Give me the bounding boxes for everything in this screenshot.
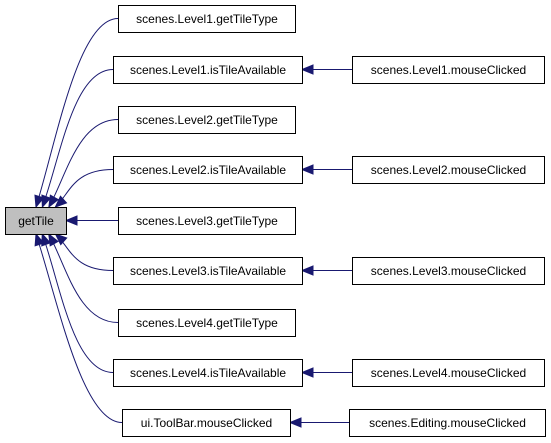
node-l4-mouseclicked[interactable]: scenes.Level4.mouseClicked: [352, 359, 545, 387]
edge-l1-mouseclicked-to-l1-istileavailable: [300, 64, 352, 75]
edge-l2-mouseclicked-to-l2-istileavailable: [300, 164, 352, 175]
edge-line: [35, 18, 119, 208]
node-toolbar-mouseclicked[interactable]: ui.ToolBar.mouseClicked: [122, 409, 291, 437]
node-box: [118, 106, 296, 134]
node-l1-gettiletype[interactable]: scenes.Level1.getTileType: [118, 5, 296, 33]
node-l1-istileavailable[interactable]: scenes.Level1.isTileAvailable: [113, 56, 303, 84]
edge-line: [35, 233, 123, 423]
node-label: scenes.Level3.getTileType: [136, 214, 278, 228]
node-box: [113, 359, 303, 387]
edge-line: [41, 233, 114, 373]
node-l2-istileavailable[interactable]: scenes.Level2.isTileAvailable: [113, 156, 303, 184]
node-label: scenes.Level4.isTileAvailable: [130, 366, 286, 380]
arrowhead: [300, 64, 314, 75]
edge-l1-istileavailable-to-gettile: [41, 69, 114, 209]
arrowhead: [48, 194, 60, 209]
arrowhead: [54, 233, 68, 246]
node-label: scenes.Level4.mouseClicked: [371, 366, 526, 380]
node-box: [352, 257, 545, 285]
node-l2-mouseclicked[interactable]: scenes.Level2.mouseClicked: [352, 156, 545, 184]
arrowhead: [41, 194, 52, 209]
node-label: scenes.Level1.isTileAvailable: [130, 63, 286, 77]
node-l4-istileavailable[interactable]: scenes.Level4.isTileAvailable: [113, 359, 303, 387]
arrowhead: [34, 232, 45, 247]
node-l2-gettiletype[interactable]: scenes.Level2.getTileType: [118, 106, 296, 134]
edge-editing-mouseclicked-to-toolbar-mouseclicked: [288, 417, 349, 428]
arrowhead: [300, 164, 314, 175]
node-box: [118, 5, 296, 33]
node-l3-istileavailable[interactable]: scenes.Level3.isTileAvailable: [113, 257, 303, 285]
node-box: [113, 257, 303, 285]
arrowhead: [64, 215, 78, 226]
node-box: [122, 409, 291, 437]
arrowhead: [300, 367, 314, 378]
node-label: scenes.Level2.mouseClicked: [371, 163, 526, 177]
edge-l4-istileavailable-to-gettile: [41, 232, 114, 373]
edge-l2-istileavailable-to-gettile: [54, 169, 114, 208]
edge-l3-gettiletype-to-gettile: [64, 215, 118, 226]
node-label: scenes.Level1.mouseClicked: [371, 63, 526, 77]
edge-line: [48, 233, 119, 323]
node-box: [349, 409, 546, 437]
arrowhead: [288, 417, 302, 428]
node-label: ui.ToolBar.mouseClicked: [141, 416, 272, 430]
edge-l4-gettiletype-to-gettile: [48, 232, 119, 323]
arrowhead: [34, 194, 45, 209]
node-layer: getTile scenes.Level1.getTileType scenes.L…: [5, 5, 546, 437]
edge-l2-gettiletype-to-gettile: [48, 119, 119, 209]
node-box: [352, 156, 545, 184]
node-box: [113, 156, 303, 184]
edge-line: [48, 119, 119, 208]
node-label: getTile: [18, 214, 54, 228]
node-label: scenes.Level2.isTileAvailable: [130, 163, 286, 177]
edge-layer: [34, 18, 352, 428]
arrowhead: [300, 265, 314, 276]
edge-l3-istileavailable-to-gettile: [54, 233, 114, 271]
arrowhead: [48, 232, 59, 247]
node-box: [113, 56, 303, 84]
edge-line: [41, 69, 114, 208]
node-label: scenes.Level3.isTileAvailable: [130, 264, 286, 278]
node-box: [5, 207, 67, 235]
edge-toolbar-mouseclicked-to-gettile: [34, 232, 123, 423]
node-label: scenes.Level3.mouseClicked: [371, 264, 526, 278]
edge-l4-mouseclicked-to-l4-istileavailable: [300, 367, 352, 378]
arrowhead: [54, 195, 68, 208]
node-label: scenes.Level1.getTileType: [136, 12, 278, 26]
node-label: scenes.Editing.mouseClicked: [369, 416, 526, 430]
edge-l1-gettiletype-to-gettile: [34, 18, 119, 209]
node-l1-mouseclicked[interactable]: scenes.Level1.mouseClicked: [352, 56, 545, 84]
edge-l3-mouseclicked-to-l3-istileavailable: [300, 265, 352, 276]
node-box: [352, 359, 545, 387]
node-box: [352, 56, 545, 84]
node-box: [118, 207, 296, 235]
node-l3-mouseclicked[interactable]: scenes.Level3.mouseClicked: [352, 257, 545, 285]
node-box: [118, 309, 296, 337]
node-l3-gettiletype[interactable]: scenes.Level3.getTileType: [118, 207, 296, 235]
node-editing-mouseclicked[interactable]: scenes.Editing.mouseClicked: [349, 409, 546, 437]
node-l4-gettiletype[interactable]: scenes.Level4.getTileType: [118, 309, 296, 337]
node-gettile[interactable]: getTile: [5, 207, 67, 235]
node-label: scenes.Level4.getTileType: [136, 316, 278, 330]
node-label: scenes.Level2.getTileType: [136, 113, 278, 127]
